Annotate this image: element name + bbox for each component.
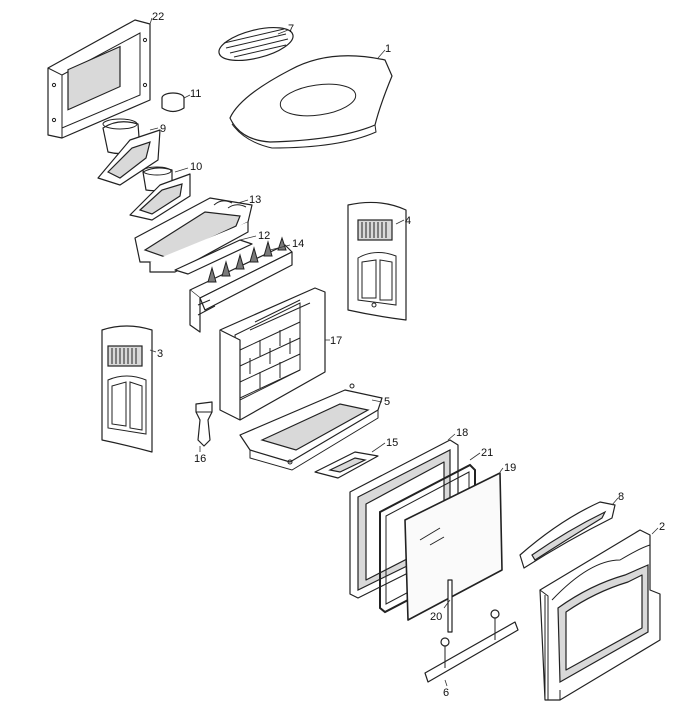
upper-firebox-part	[134, 197, 253, 273]
top-plate-part	[229, 55, 393, 149]
part-label-8: 8	[618, 491, 624, 503]
leg-part	[195, 401, 213, 447]
front-frame-part	[539, 529, 661, 701]
part-label-3: 3	[157, 348, 163, 360]
left-side-panel-part	[101, 325, 153, 453]
part-label-19: 19	[504, 462, 516, 474]
part-label-11: 11	[190, 88, 201, 100]
small-plate-part	[314, 451, 379, 479]
part-label-16: 16	[194, 453, 206, 465]
part-label-21: 21	[481, 447, 493, 459]
part-label-2: 2	[659, 521, 665, 533]
part-label-6: 6	[443, 687, 449, 699]
part-label-13: 13	[249, 194, 261, 206]
part-label-1: 1	[385, 43, 391, 55]
part-label-18: 18	[456, 427, 468, 439]
flue-adaptor-part	[97, 118, 161, 186]
ash-pan-part	[239, 383, 383, 471]
rear-panel-part	[47, 19, 151, 139]
part-label-17: 17	[330, 335, 342, 347]
baffle-plate-part	[174, 239, 253, 275]
part-label-22: 22	[152, 11, 164, 23]
handle-bar-part	[424, 609, 519, 683]
firebrick-chamber-part	[219, 287, 326, 421]
leader-lines	[149, 17, 659, 687]
right-side-panel-part	[347, 201, 407, 321]
part-label-20: 20	[430, 611, 442, 623]
part-label-5: 5	[384, 396, 390, 408]
part-labels: 22 7 1 11 9 10 13 12 14 4 3 17 5 16 15 1…	[152, 11, 665, 699]
part-label-7: 7	[288, 23, 294, 35]
grate-part	[189, 236, 293, 333]
part-label-9: 9	[160, 123, 166, 135]
part-label-14: 14	[292, 238, 304, 250]
part-label-10: 10	[190, 161, 202, 173]
part-label-12: 12	[258, 230, 270, 242]
collar-part	[161, 92, 185, 113]
flue-baffle-part	[129, 166, 191, 221]
part-label-15: 15	[386, 437, 398, 449]
part-label-4: 4	[405, 215, 411, 227]
glass-part	[404, 472, 503, 621]
door-trim-part	[519, 501, 616, 569]
rod-part	[447, 579, 453, 633]
oval-grille-part	[218, 26, 294, 62]
